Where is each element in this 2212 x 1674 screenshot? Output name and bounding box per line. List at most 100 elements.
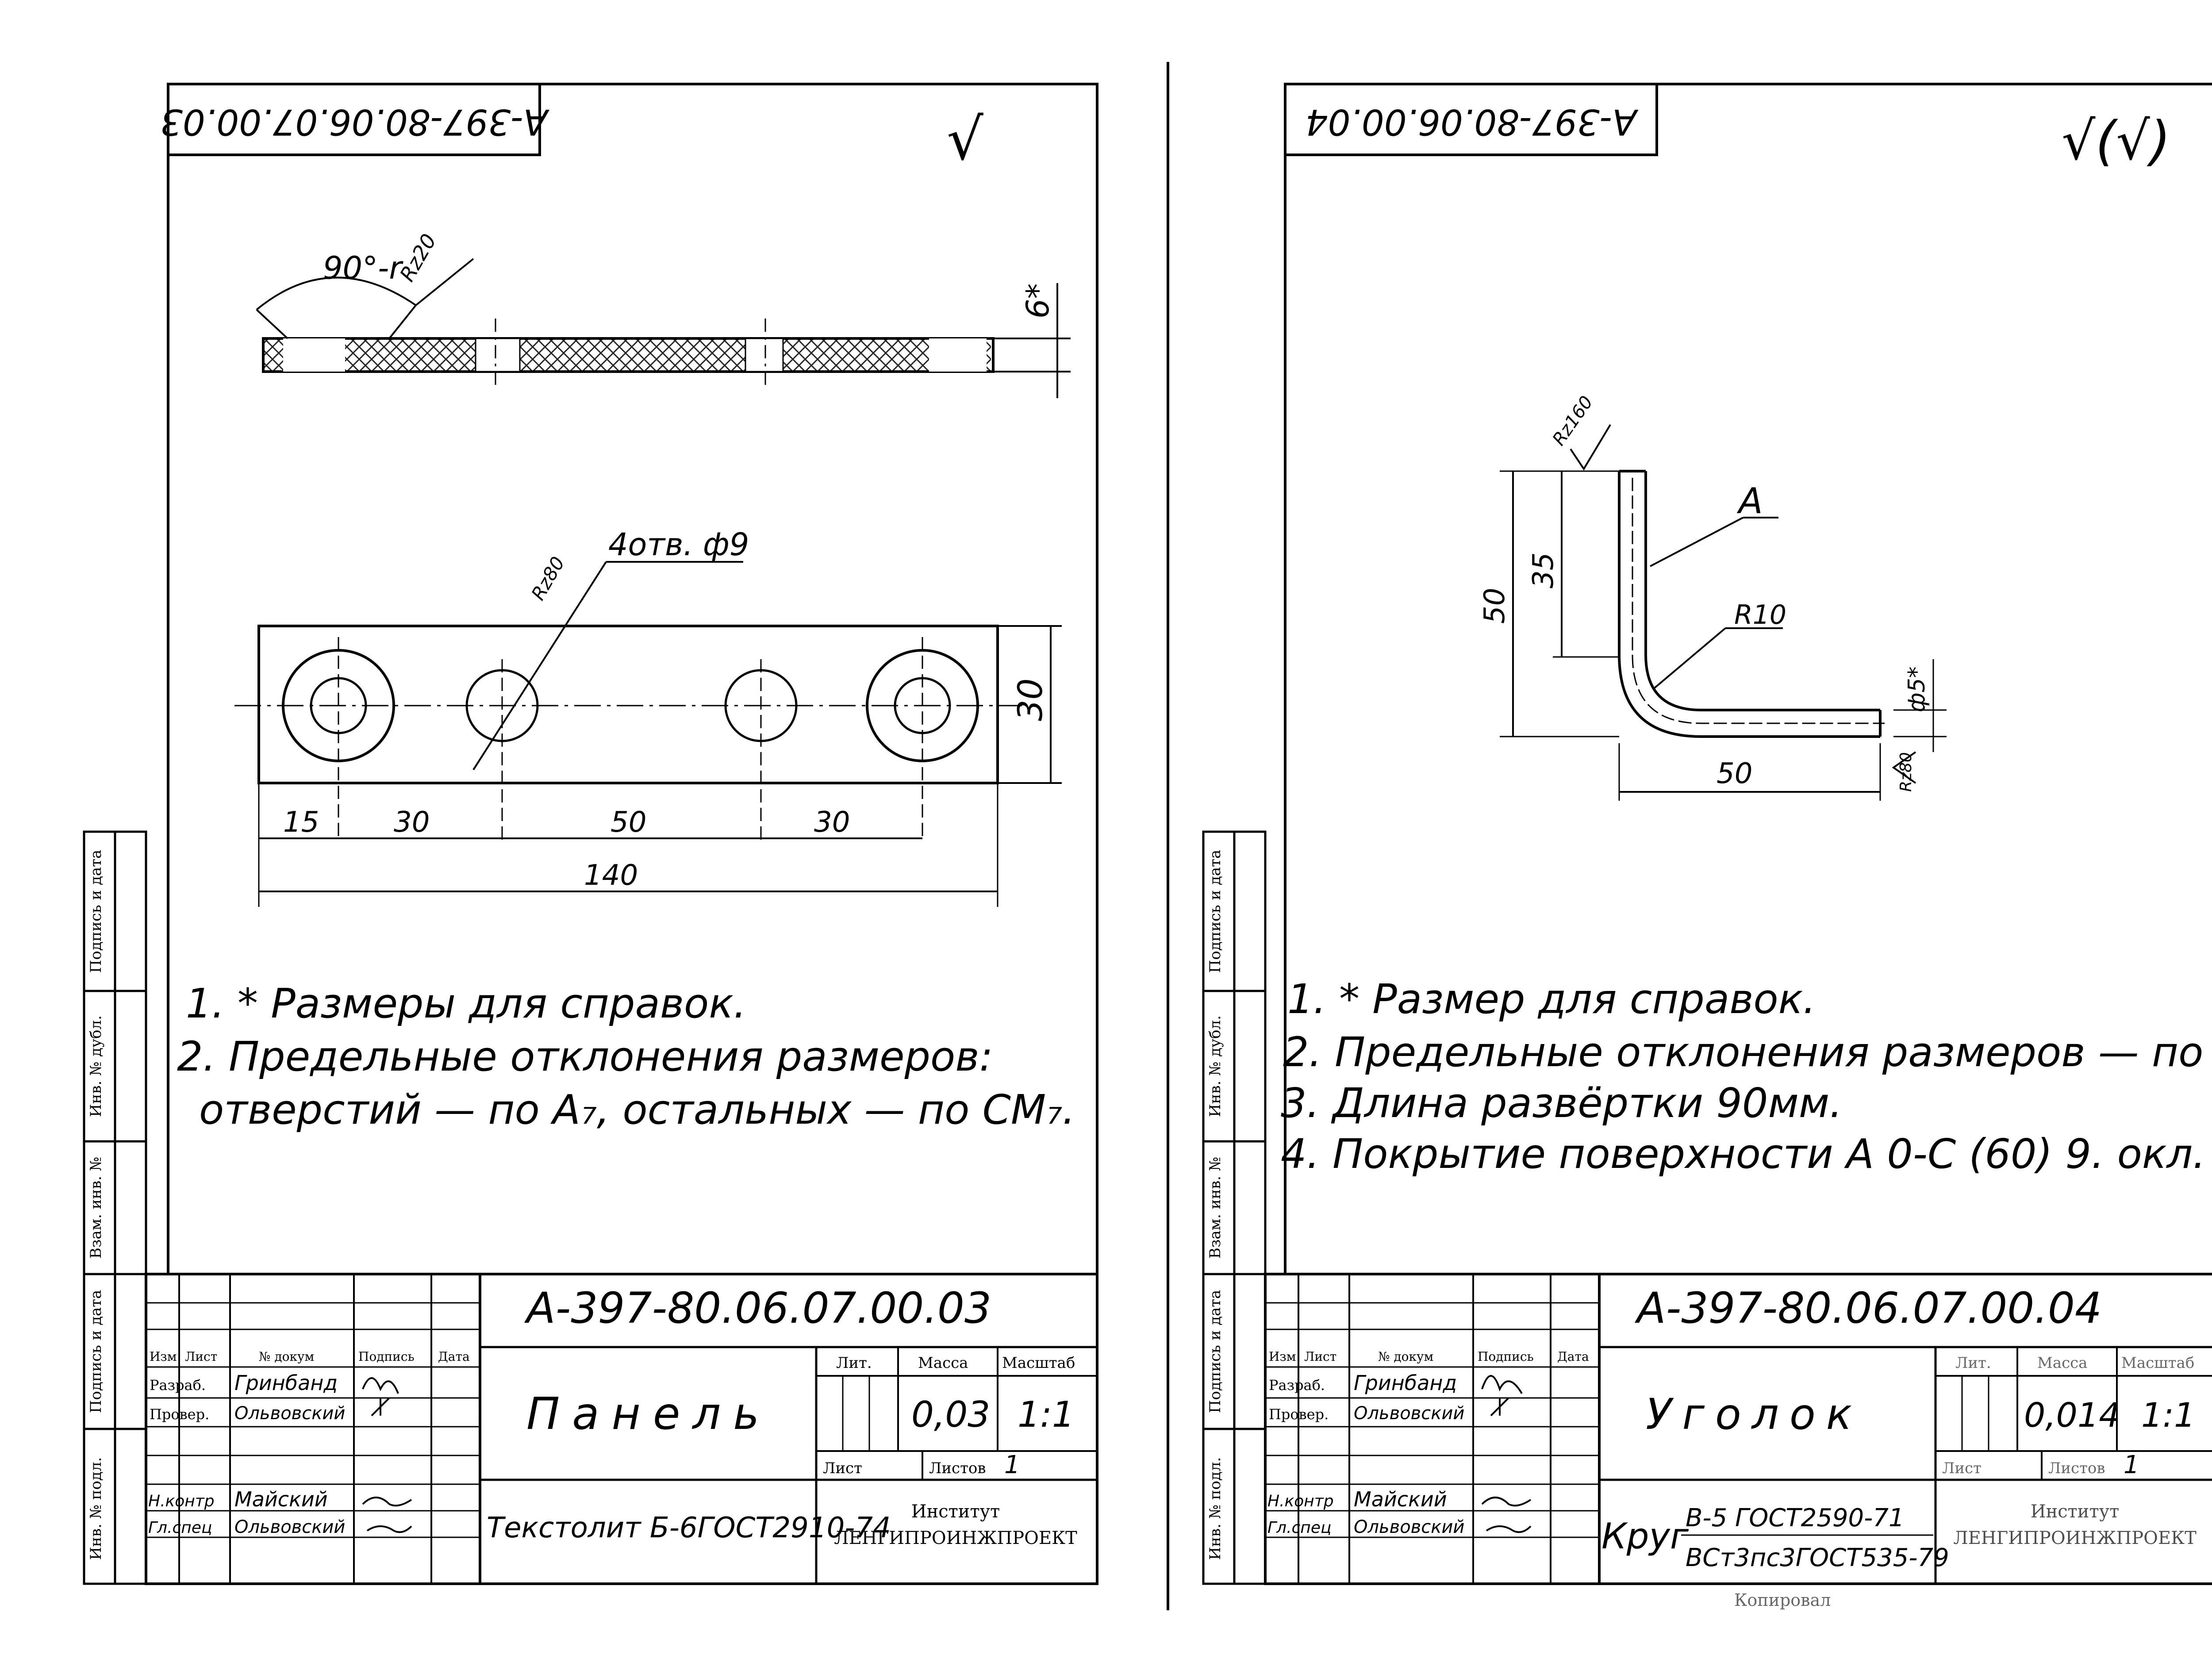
left-thickness-dim: 6*	[1020, 283, 1056, 319]
left-drawing: А-397-80.06.07.00.03 √ Подпись и дата Ин…	[83, 83, 1098, 1585]
right-side-label-5: Инв. № подл.	[1206, 1457, 1224, 1560]
right-role-4: Н.контр	[1267, 1492, 1334, 1510]
left-side-label-4: Подпись и дата	[87, 1290, 105, 1413]
left-roughness-symbol: √	[947, 106, 983, 173]
right-org-2: ЛЕНГИПРОИНЖПРОЕКТ	[1953, 1528, 2197, 1548]
left-person-5: Ольвовский	[234, 1517, 345, 1537]
left-dim-1: 15	[283, 806, 319, 839]
left-signatures	[362, 1377, 412, 1533]
right-side-label-2: Инв. № дубл.	[1206, 1015, 1224, 1117]
right-material-prefix: Круг	[1601, 1516, 1689, 1557]
right-role-2: Провер.	[1269, 1406, 1329, 1423]
left-person-2: Ольвовский	[234, 1403, 345, 1424]
left-role-4: Н.контр	[148, 1492, 215, 1510]
right-thickness-dim: ф5*	[1904, 666, 1930, 712]
left-material: Текстолит Б-6ГОСТ2910-74	[487, 1512, 891, 1544]
left-sheets: 1	[1004, 1451, 1020, 1479]
left-roughness-hole: Rz80	[527, 553, 569, 604]
right-hdr-sheet: Лист	[1942, 1459, 1982, 1477]
right-label-a: A	[1736, 480, 1763, 522]
left-height-dim: 30	[1010, 678, 1050, 721]
left-roughness-top: Rz20	[395, 230, 441, 285]
right-footer: Копировал	[1734, 1590, 1831, 1610]
right-col-sign: Подпись	[1478, 1349, 1534, 1364]
right-sheets: 1	[2124, 1451, 2139, 1479]
right-side-label-1: Подпись и дата	[1206, 850, 1224, 973]
right-note-3: 3. Длина развёртки 90мм.	[1281, 1079, 1843, 1127]
left-role-2: Провер.	[150, 1406, 209, 1423]
left-col-izm: Изм	[150, 1349, 177, 1364]
right-roughness-symbol: √(√)	[2062, 111, 2171, 172]
right-col-izm: Изм	[1269, 1349, 1296, 1364]
right-signatures	[1481, 1375, 1532, 1533]
left-scale: 1:1	[1018, 1394, 1075, 1435]
right-stamp-code: А-397-80.06.00.04	[1306, 101, 1639, 142]
left-holes-label: 4отв. ф9	[608, 526, 749, 563]
right-material-1: В-5 ГОСТ2590-71	[1686, 1504, 1905, 1532]
left-person-1: Гринбанд	[234, 1371, 338, 1395]
right-side-label-3: Взам. инв. №	[1206, 1157, 1224, 1259]
left-dim-total: 140	[584, 859, 638, 892]
left-drawing-code: А-397-80.06.07.00.03	[524, 1283, 991, 1333]
left-hdr-lit: Лит.	[836, 1354, 872, 1372]
right-note-2: 2. Предельные отклонения размеров — по C…	[1283, 1029, 2212, 1076]
left-notes: 1. * Размеры для справок. 2. Предельные …	[177, 980, 1075, 1133]
right-person-4: Майский	[1354, 1487, 1447, 1511]
left-role-5: Гл.спец	[148, 1519, 212, 1537]
right-stamp-box	[1284, 83, 1658, 156]
right-roughness-top: Rz160	[1549, 392, 1597, 449]
right-note-4: 4. Покрытие поверхности A 0-C (60) 9. ок…	[1281, 1130, 2205, 1178]
left-mass: 0,03	[911, 1394, 990, 1435]
right-person-5: Ольвовский	[1354, 1517, 1464, 1537]
right-person-2: Ольвовский	[1354, 1403, 1464, 1424]
right-person-1: Гринбанд	[1354, 1371, 1457, 1395]
right-hdr-mass: Масса	[2037, 1354, 2087, 1372]
left-side-label-5: Инв. № подл.	[87, 1457, 105, 1560]
right-side-label-4: Подпись и дата	[1206, 1290, 1224, 1413]
left-col-doc: № докум	[259, 1349, 314, 1364]
left-title-block: Изм Лист № докум Подпись Дата Разраб. Пр…	[146, 1273, 1097, 1584]
left-hdr-scale: Масштаб	[1002, 1354, 1075, 1372]
left-stamp-box	[167, 83, 541, 156]
right-role-1: Разраб.	[1269, 1377, 1325, 1394]
left-hdr-mass: Масса	[918, 1354, 968, 1372]
left-org-2: ЛЕНГИПРОИНЖПРОЕКТ	[834, 1528, 1077, 1548]
right-notes: 1. * Размер для справок. 2. Предельные о…	[1281, 975, 2212, 1178]
right-material-2: ВСт3пс3ГОСТ535-79	[1686, 1543, 1949, 1572]
right-hdr-lit: Лит.	[1955, 1354, 1991, 1372]
left-dim-3: 50	[611, 806, 646, 839]
right-drawing: А-397-80.06.00.04 √(√) Подпись и дата Ин…	[1202, 83, 2212, 1610]
right-side-strip: Подпись и дата Инв. № дубл. Взам. инв. №…	[1202, 830, 1267, 1585]
left-plan-view: 4отв. ф9 Rz80 30 15 30 50 30 140	[234, 526, 1062, 907]
right-hdr-sheets: Листов	[2048, 1459, 2105, 1477]
left-hdr-sheet: Лист	[823, 1459, 862, 1477]
left-side-label-2: Инв. № дубл.	[87, 1015, 105, 1117]
left-note-2: 2. Предельные отклонения размеров:	[177, 1033, 993, 1080]
right-angle-view: 50 35 50 ф5* A R10 Rz160 Rz80	[1479, 392, 1947, 801]
left-person-4: Майский	[234, 1487, 328, 1511]
right-title-block: Изм Лист № докум Подпись Дата Разраб. Пр…	[1265, 1273, 2212, 1584]
left-side-label-3: Взам. инв. №	[87, 1157, 105, 1259]
left-col-sign: Подпись	[358, 1349, 415, 1364]
left-org-1: Институт	[911, 1501, 1000, 1522]
right-mass: 0,014	[2024, 1395, 2120, 1435]
left-note-3: отверстий — по A₇, остальных — по CM₇.	[199, 1086, 1075, 1133]
left-stamp-code: А-397-80.06.07.00.03	[160, 101, 550, 142]
right-col-doc: № докум	[1378, 1349, 1433, 1364]
left-side-view: 90°-r Rz20 6*	[256, 230, 1071, 398]
left-dim-2: 30	[394, 806, 430, 839]
right-roughness-side: Rz80	[1897, 752, 1915, 792]
right-role-5: Гл.спец	[1267, 1519, 1332, 1537]
left-side-label-1: Подпись и дата	[87, 850, 105, 973]
right-drawing-code: А-397-80.06.07.00.04	[1634, 1283, 2102, 1333]
left-role-1: Разраб.	[150, 1377, 206, 1394]
left-hdr-sheets: Листов	[929, 1459, 986, 1477]
right-col-date: Дата	[1557, 1349, 1589, 1364]
left-note-1: 1. * Размеры для справок.	[186, 980, 746, 1027]
left-col-list: Лист	[185, 1349, 217, 1364]
right-org-1: Институт	[2031, 1501, 2120, 1522]
right-inner-height-dim: 35	[1527, 553, 1560, 588]
right-scale: 1:1	[2141, 1395, 2195, 1435]
right-hdr-scale: Масштаб	[2121, 1354, 2194, 1372]
